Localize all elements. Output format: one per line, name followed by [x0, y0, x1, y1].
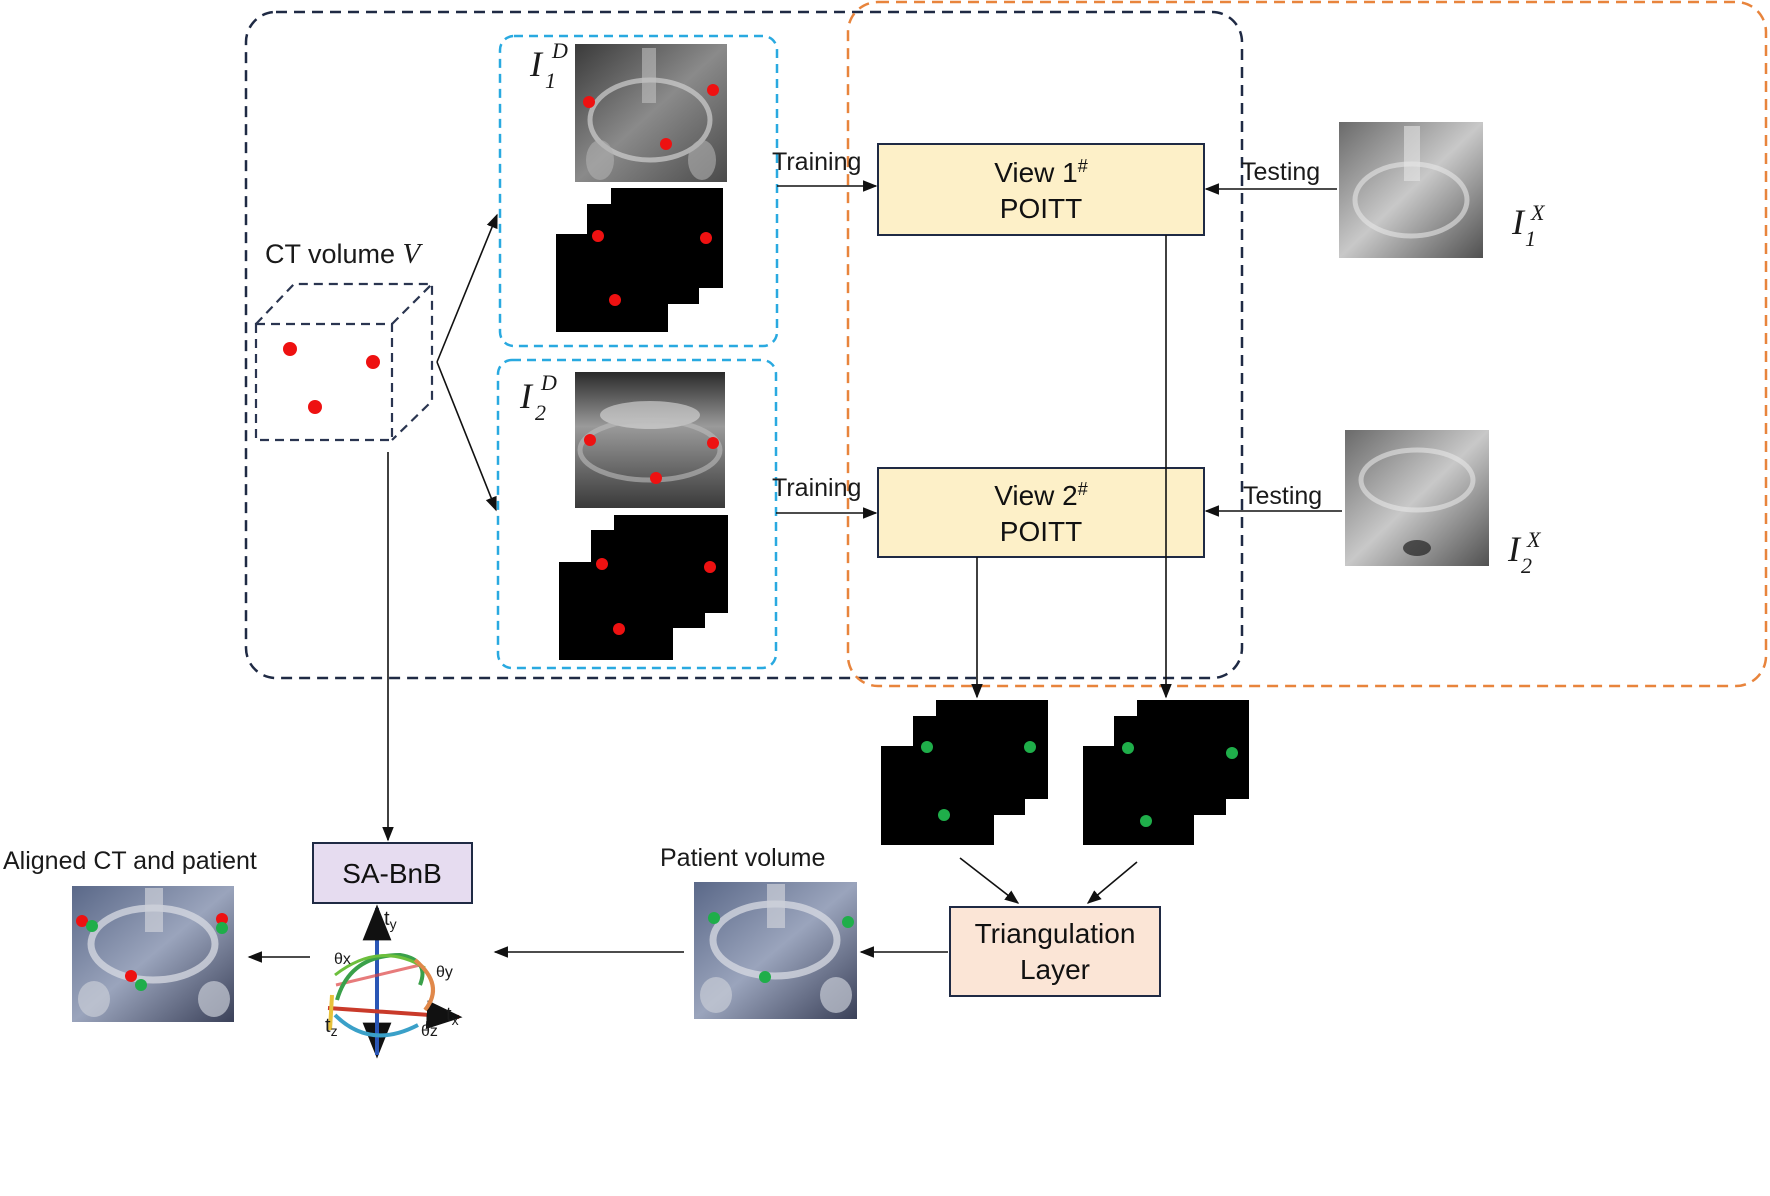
- heatmap-landmark-dot: [596, 558, 608, 570]
- i2d-sup: D: [540, 370, 557, 395]
- triangulation-layer-box: [949, 906, 1161, 997]
- arrow-heatmaps1-to-triangulation: [1086, 861, 1138, 904]
- predicted-landmark-dot: [1140, 815, 1152, 827]
- xray-image-view2: [1345, 430, 1489, 566]
- view2-poitt-title: View 2#: [994, 479, 1088, 511]
- ty-axis-label: ty: [384, 908, 397, 932]
- heatmap-landmark-dot: [613, 623, 625, 635]
- heatmap-landmark-dot: [700, 232, 712, 244]
- i1d-label: I: [529, 44, 544, 84]
- theta-y-label: θy: [436, 964, 453, 981]
- aligned-patient-dot: [86, 920, 98, 932]
- i1x-label: I: [1511, 202, 1526, 242]
- arrow-heatmaps2-to-triangulation: [959, 857, 1020, 904]
- sabnb-label: SA-BnB: [342, 858, 442, 889]
- theta-x-label: θx: [334, 951, 351, 968]
- drr-landmark-dot: [707, 84, 719, 96]
- drr-landmark-dot: [707, 437, 719, 449]
- ct-landmark-dot: [308, 400, 322, 414]
- i2x-sub: 2: [1521, 553, 1532, 578]
- aligned-ct-dot: [125, 970, 137, 982]
- i2d-sub: 2: [535, 400, 546, 425]
- testing-label-view2: Testing: [1243, 482, 1322, 510]
- training-label-view1: Training: [772, 148, 861, 176]
- triangulation-subtitle: Layer: [1020, 954, 1090, 985]
- arrow-cube-to-view1: [436, 213, 498, 363]
- rigid-transform-axes-icon: [327, 904, 463, 1059]
- view2-poitt-name: POITT: [1000, 516, 1082, 547]
- drr-landmark-dot: [660, 138, 672, 150]
- right-region-outline: [846, 0, 1768, 688]
- predicted-landmark-dot: [1122, 742, 1134, 754]
- training-label-view2: Training: [772, 474, 861, 502]
- testing-label-view1: Testing: [1241, 158, 1320, 186]
- drr-landmark-dot: [583, 96, 595, 108]
- i2x-label: I: [1507, 529, 1522, 569]
- patient-landmark-dot: [759, 971, 771, 983]
- heatmap-landmark-dot: [609, 294, 621, 306]
- patient-volume-label: Patient volume: [660, 844, 825, 872]
- i1d-sub: 1: [545, 68, 556, 93]
- view1-poitt-box: [877, 143, 1205, 236]
- drr-view2-outline: [496, 358, 778, 670]
- aligned-render: [72, 886, 234, 1022]
- drr-landmark-dot: [650, 472, 662, 484]
- patient-landmark-dot: [842, 916, 854, 928]
- aligned-ct-dot: [76, 915, 88, 927]
- theta-z-label: θz: [421, 1023, 438, 1040]
- ct-volume-label: CT volume V: [265, 238, 424, 270]
- i2x-sup: X: [1526, 527, 1542, 552]
- aligned-label: Aligned CT and patient: [3, 847, 257, 875]
- view1-poitt-name: POITT: [1000, 193, 1082, 224]
- ct-landmark-dot: [366, 355, 380, 369]
- predicted-landmark-dot: [1226, 747, 1238, 759]
- ct-volume-cube: [254, 282, 434, 442]
- xray-image-view1: [1339, 122, 1483, 258]
- left-region-outline: [244, 10, 1244, 680]
- aligned-patient-dot: [216, 922, 228, 934]
- predicted-landmark-dot: [938, 809, 950, 821]
- aligned-patient-dot: [135, 979, 147, 991]
- predicted-heatmaps-view2: [881, 700, 1048, 845]
- drr-image-view2: [575, 372, 725, 508]
- view1-poitt-title: View 1#: [994, 156, 1088, 188]
- drr-image-view1: [575, 44, 727, 182]
- predicted-landmark-dot: [1024, 741, 1036, 753]
- drr-landmark-dot: [584, 434, 596, 446]
- patient-volume-render: [694, 882, 857, 1019]
- heatmap-stack-view1: [556, 188, 723, 332]
- i1x-sup: X: [1530, 200, 1546, 225]
- predicted-heatmaps-view1: [1083, 700, 1249, 845]
- ct-landmark-dot: [283, 342, 297, 356]
- aligned-ct-dot: [216, 913, 228, 925]
- heatmap-landmark-dot: [704, 561, 716, 573]
- i1d-sup: D: [551, 38, 568, 63]
- drr-view1-outline: [498, 34, 779, 348]
- view2-poitt-box: [877, 467, 1205, 558]
- i2d-label: I: [519, 376, 534, 416]
- triangulation-title: Triangulation: [975, 918, 1136, 949]
- heatmap-landmark-dot: [592, 230, 604, 242]
- arrow-cube-to-view2: [436, 361, 497, 512]
- predicted-landmark-dot: [921, 741, 933, 753]
- sabnb-box: [312, 842, 473, 904]
- tx-axis-label: tx: [446, 1004, 459, 1028]
- tz-axis-label: tz: [325, 1015, 338, 1039]
- heatmap-stack-view2: [559, 515, 728, 660]
- i1x-sub: 1: [1525, 226, 1536, 251]
- patient-landmark-dot: [708, 912, 720, 924]
